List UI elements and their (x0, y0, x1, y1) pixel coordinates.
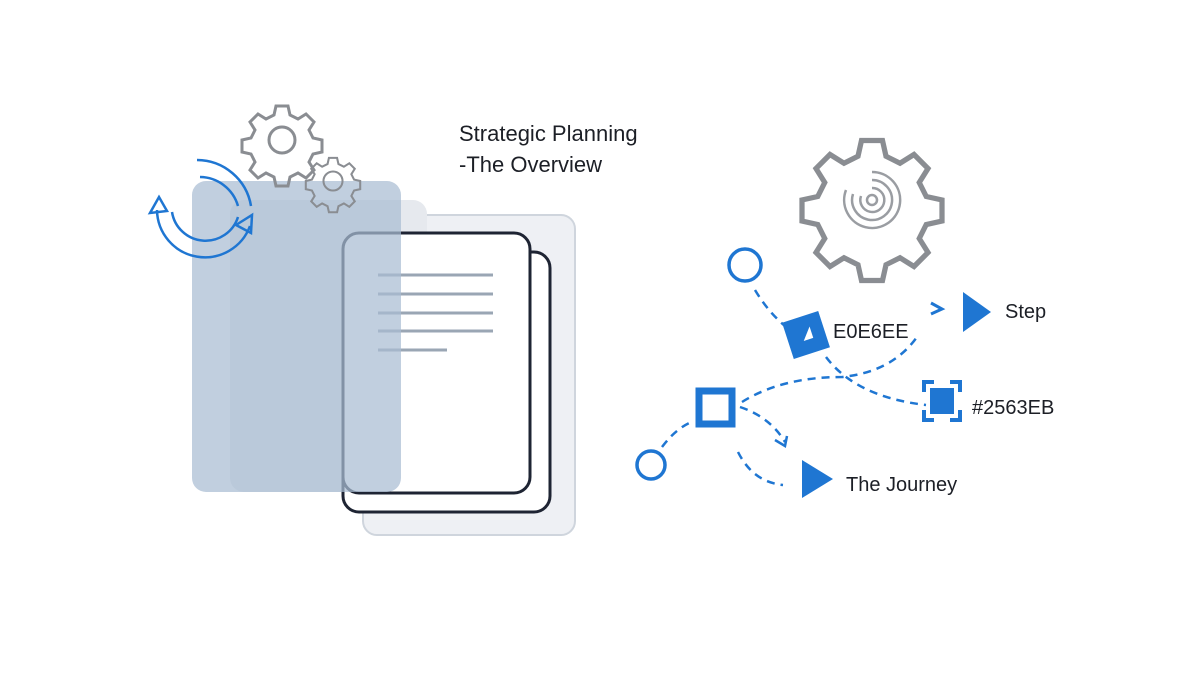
refresh-icon (147, 158, 254, 259)
chevron-right-icon (930, 301, 946, 316)
label-e0e6ee: E0E6EE (833, 321, 909, 343)
play-icon-step (963, 292, 991, 332)
play-icon-journey (802, 460, 833, 498)
gear-icon-large (799, 137, 945, 284)
title-line-1: Strategic Planning (459, 121, 638, 146)
label-the-journey: The Journey (846, 474, 958, 496)
start-node-circle-2 (635, 449, 667, 481)
gear-icon-small (304, 156, 362, 214)
label-2563eb: #2563EB (972, 397, 1055, 419)
blue-panel (192, 181, 401, 492)
gear-icon (240, 104, 324, 188)
page-title: Strategic Planning -The Overview (459, 118, 638, 180)
tilted-square-node (782, 311, 830, 359)
title-line-2: -The Overview (459, 152, 603, 177)
arrowhead-icon (774, 435, 789, 448)
hollow-square-node (695, 387, 736, 428)
start-node-circle (727, 247, 763, 283)
focus-square-icon (922, 380, 962, 422)
label-step: Step (1005, 301, 1047, 323)
concentric-rings (842, 170, 902, 230)
